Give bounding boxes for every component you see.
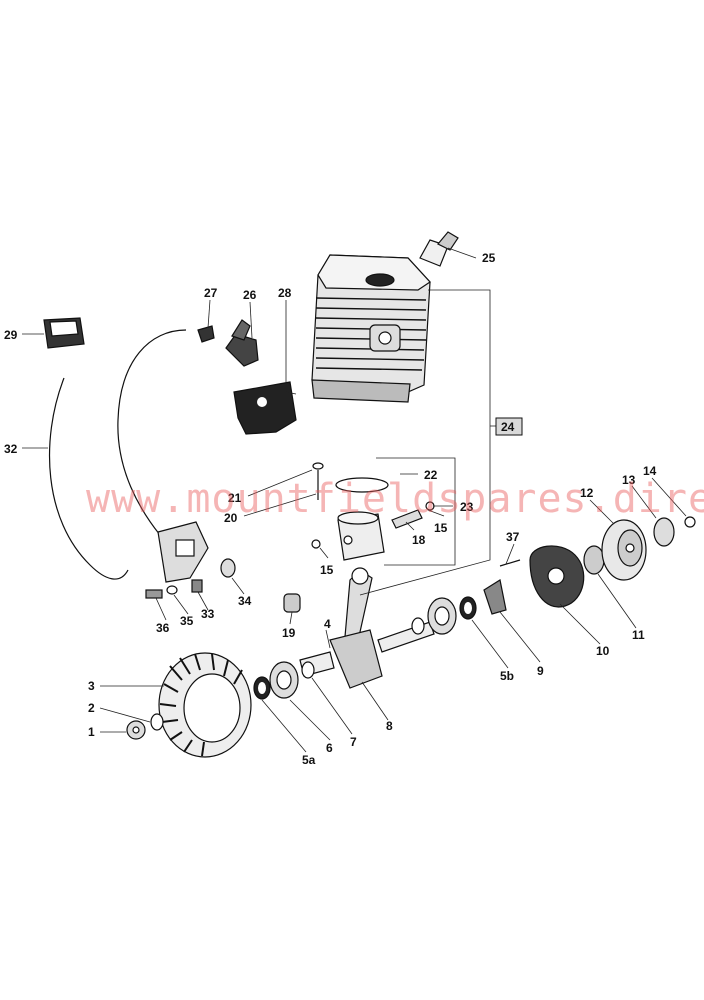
label-18: 18 [412, 533, 426, 547]
flywheel-washer-part [150, 713, 164, 731]
clutch-bearing-part [583, 545, 605, 575]
spark-plug-cap-part [225, 319, 259, 367]
label-1: 1 [88, 725, 95, 739]
connector-clip-part [197, 325, 215, 343]
flywheel-nut-part [126, 720, 146, 740]
label-21: 21 [228, 491, 242, 505]
ignition-module-part [117, 329, 209, 583]
spark-plug-part [419, 231, 459, 267]
label-8: 8 [386, 719, 393, 733]
label-15-upper: 15 [434, 521, 448, 535]
piston-pin-part [391, 509, 423, 529]
label-15-lower: 15 [320, 563, 334, 577]
oil-seal-part [253, 676, 271, 700]
label-28: 28 [278, 286, 292, 300]
washer-part [653, 517, 675, 547]
piston-ring-part [335, 477, 389, 493]
label-7: 7 [350, 735, 357, 749]
oil-seal-part-2 [459, 596, 477, 620]
label-25: 25 [482, 251, 496, 265]
heat-shield-part [233, 381, 297, 435]
label-12: 12 [580, 486, 594, 500]
label-22: 22 [424, 468, 438, 482]
label-10: 10 [596, 644, 610, 658]
label-32: 32 [4, 442, 18, 456]
callout-labels: 25 27 26 28 29 24 32 22 21 23 20 15 18 1… [4, 251, 657, 767]
needle-bearing-part [312, 462, 324, 500]
label-33: 33 [201, 607, 215, 621]
label-13: 13 [622, 473, 636, 487]
shim-part [301, 661, 315, 679]
piston-part [337, 511, 385, 561]
flywheel-part [158, 652, 252, 758]
label-23: 23 [460, 500, 474, 514]
label-2: 2 [88, 701, 95, 715]
label-29: 29 [4, 328, 18, 342]
label-37: 37 [506, 530, 520, 544]
main-bearing-part-2 [427, 597, 457, 635]
clutch-drum-part [601, 519, 647, 581]
bush-part [283, 593, 301, 613]
label-5b: 5b [500, 669, 514, 683]
oil-pump-drive-part [483, 559, 521, 615]
label-24-box [495, 417, 523, 436]
shim-part-2 [411, 617, 425, 635]
spring-part [220, 558, 236, 578]
leader-lines [22, 247, 687, 753]
label-14: 14 [643, 464, 657, 478]
label-11: 11 [632, 628, 645, 642]
watermark-text: www.mountfieldspares.direct [86, 476, 704, 522]
label-5a: 5a [302, 753, 316, 767]
label-20: 20 [224, 511, 238, 525]
label-36: 36 [156, 621, 170, 635]
cylinder-part [311, 254, 431, 403]
label-9: 9 [537, 664, 544, 678]
label-24: 24 [501, 420, 515, 434]
label-3: 3 [88, 679, 95, 693]
clutch-part [529, 545, 585, 608]
circlip-part-2 [311, 539, 321, 549]
module-screw-part [145, 579, 203, 599]
label-35: 35 [180, 614, 194, 628]
label-4: 4 [324, 617, 331, 631]
main-bearing-part [269, 661, 299, 699]
stop-switch-part [43, 317, 85, 349]
label-6: 6 [326, 741, 333, 755]
label-27: 27 [204, 286, 218, 300]
label-34: 34 [238, 594, 252, 608]
label-26: 26 [243, 288, 257, 302]
e-clip-part [684, 516, 696, 528]
switch-wire-part [48, 377, 129, 580]
label-19: 19 [282, 626, 296, 640]
